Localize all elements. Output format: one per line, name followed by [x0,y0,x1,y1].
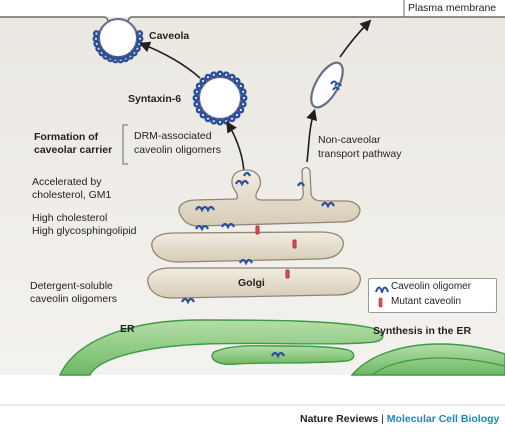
legend-caveolin-oligomer: Caveolin oligomer [391,281,472,292]
high-glycosphingolipid-label: High glycosphingolipid [32,225,137,237]
journal-separator: | [381,413,384,425]
formation-label-line1: Formation of [34,131,99,143]
mutant-caveolin-marks [255,225,297,279]
caveolin-coat-bead [210,117,218,125]
accelerated-label-line2: cholesterol, GM1 [32,189,112,201]
journal-name: Nature Reviews [300,413,379,425]
caveolin-coat-bead [98,49,106,57]
detergent-label-line1: Detergent-soluble [30,280,113,292]
formation-label-line2: caveolar carrier [34,144,113,156]
caveola-structure [92,18,144,64]
plasma-membrane-label: Plasma membrane [408,2,497,14]
golgi-cisterna-2 [151,231,344,263]
caveolin-oligomer-marks [181,171,335,359]
golgi-cisterna-1 [178,166,361,227]
golgi-stack [147,166,362,299]
er-label: ER [120,323,135,335]
arrow-golgi-to-noncaveolar [306,108,318,163]
caveola-label: Caveola [149,30,190,42]
background-lower [0,375,505,433]
journal-credit: Nature Reviews | Molecular Cell Biology [300,413,499,425]
legend-mutant-caveolin: Mutant caveolin [391,296,462,307]
caveolin-coat-bead [240,94,248,102]
caveolin-coat-bead [192,94,200,102]
caveolin-coat-bead [237,106,245,114]
high-cholesterol-label: High cholesterol [32,212,108,224]
caveolin-coat-bead [228,73,236,81]
caveolin-coat-bead [228,115,236,123]
accelerated-label-line1: Accelerated by [32,176,102,188]
noncaveolar-vesicle [310,61,344,109]
caveolin-coat-bead [233,77,241,85]
caveolin-coat-bead [233,111,241,119]
drm-label-line1: DRM-associated [134,130,212,142]
er-sheet-top [58,319,384,376]
caveolin-coat-bead [199,111,207,119]
arrow-noncaveolar-to-membrane [339,19,372,58]
caveolin-coat-bead [130,49,138,57]
caveolin-coat-bead [195,82,203,90]
nuclear-envelope [350,343,505,376]
caveolin-coat-bead [239,100,247,108]
caveolin-coat-bead [204,73,212,81]
caveolin-oligomer-icon [375,286,389,293]
caveolin-coat-bead [239,88,247,96]
caveolin-coat-bead [195,106,203,114]
detergent-label-line2: caveolin oligomers [30,293,117,305]
nuclear-envelope-inner [371,357,505,376]
caveolin-coat-bead [193,100,201,108]
caveolin-coat-bead [222,71,230,79]
noncaveolar-label-line2: transport pathway [318,148,402,160]
drm-label-line2: caveolin oligomers [134,144,221,156]
caveolin-coat-bead [102,52,110,60]
caveolin-coat-bead [193,88,201,96]
noncaveolar-label-line1: Non-caveolar [318,134,381,146]
caveolin-coat-bead [199,77,207,85]
arrow-vesicle-to-caveola [138,41,201,79]
caveolin-coat-bead [216,70,224,78]
drm-bracket [122,124,128,165]
syntaxin6-vesicle [192,70,248,126]
syntaxin6-label: Syntaxin-6 [128,93,182,105]
journal-subtitle: Molecular Cell Biology [386,413,500,425]
caveolin-coat-bead [92,30,100,38]
caveolin-coat-bead [237,82,245,90]
caveolin-coat-bead [204,115,212,123]
golgi-cisterna-3 [147,267,362,299]
synthesis-label: Synthesis in the ER [373,325,472,337]
caveolin-coat-bead [216,118,224,126]
mutant-caveolin-icon [378,297,383,308]
caveolin-coat-bead [210,71,218,79]
legend-box: Caveolin oligomer Mutant caveolin [368,278,497,313]
golgi-label: Golgi [238,277,265,289]
